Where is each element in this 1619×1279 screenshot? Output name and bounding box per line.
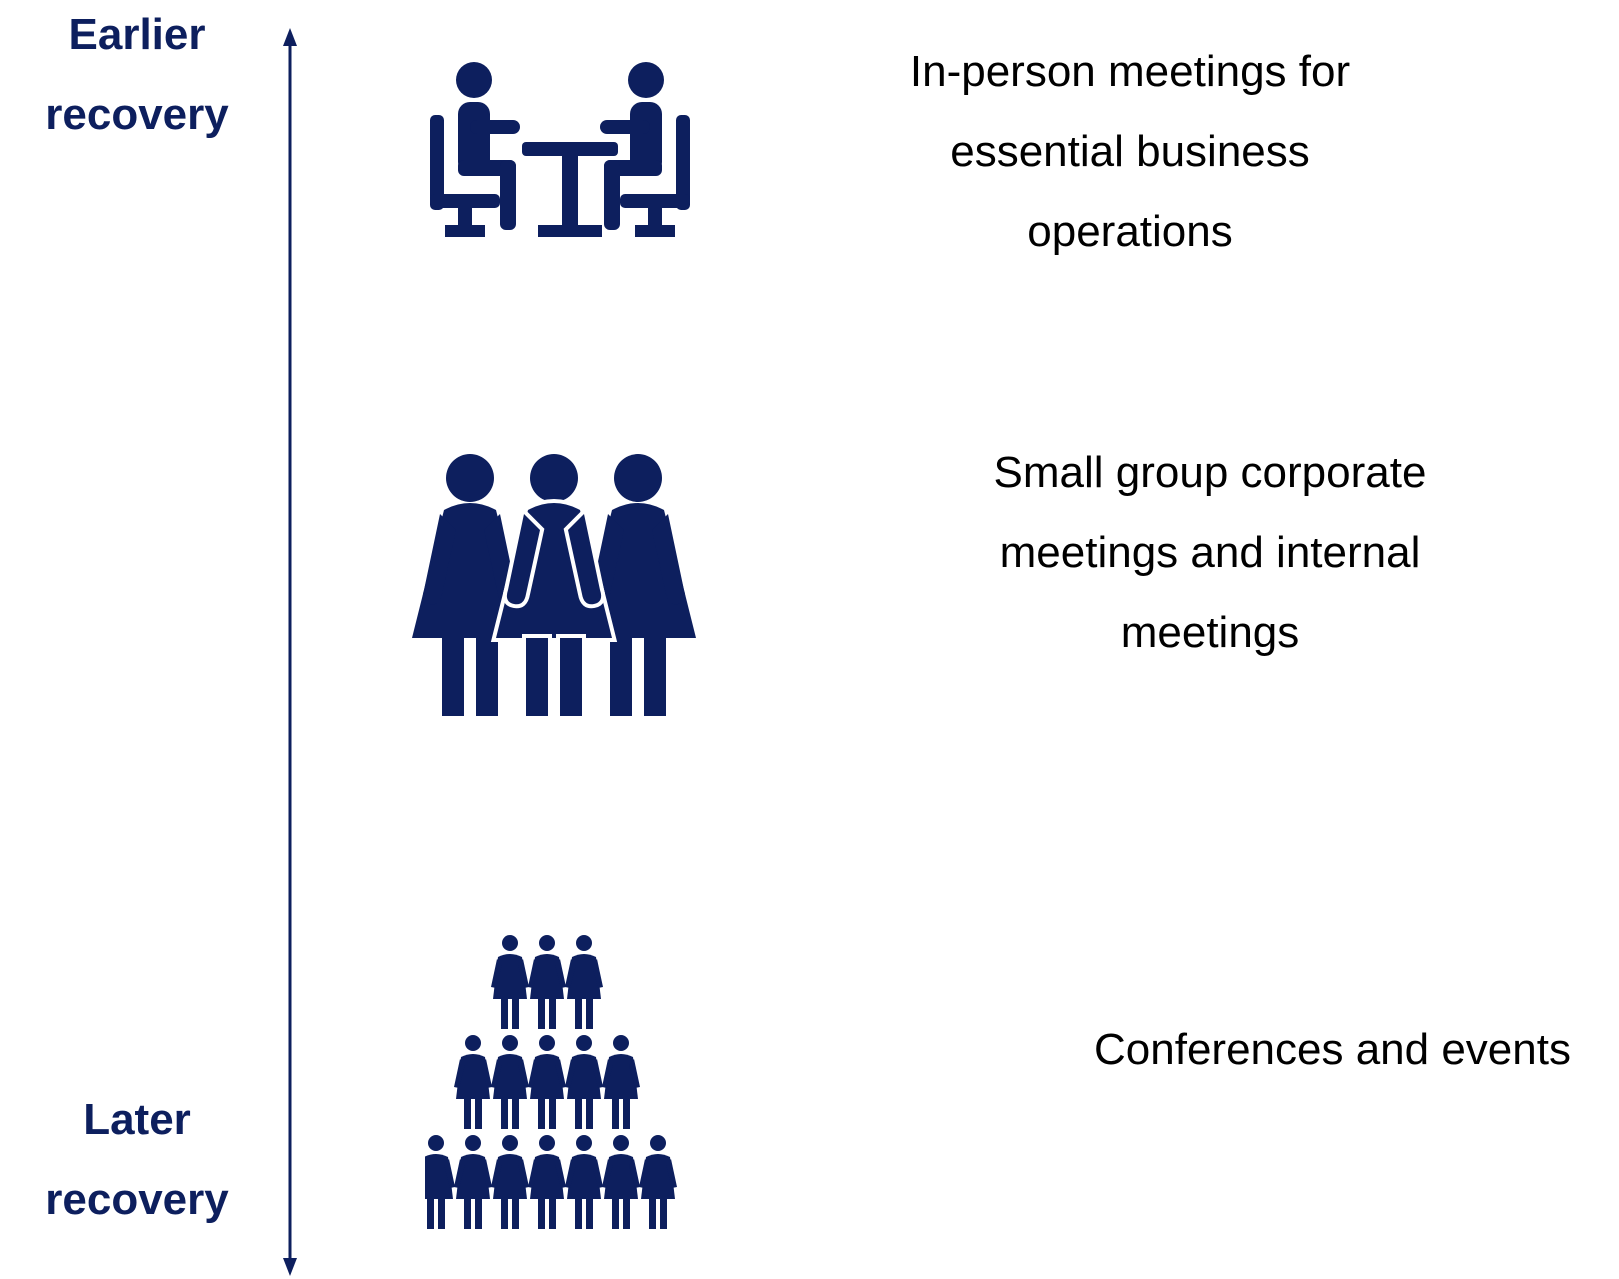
stage-2-line-2: meetings and internal <box>999 528 1421 577</box>
crowd-person <box>425 1135 455 1229</box>
crowd-person <box>639 1135 677 1229</box>
crowd-person <box>528 1135 566 1229</box>
axis-label-earlier-line-1: Earlier <box>68 10 206 59</box>
crowd-person <box>454 1135 492 1229</box>
recovery-timeline-arrow <box>283 28 297 1276</box>
small-group-icon <box>412 450 696 720</box>
axis-label-earlier-line-2: recovery <box>45 90 229 139</box>
crowd-person <box>454 1035 492 1129</box>
crowd-person <box>565 1035 603 1129</box>
stage-1-line-3: operations <box>1027 207 1233 256</box>
stage-1-description: In-person meetings for essential busines… <box>830 32 1430 272</box>
crowd-person <box>528 935 566 1029</box>
crowd-person <box>565 1135 603 1229</box>
axis-label-later-line-1: Later <box>83 1095 191 1144</box>
axis-label-later: Later recovery <box>22 1080 252 1240</box>
stage-2-line-3: meetings <box>1120 608 1300 657</box>
stage-3-line-1: Conferences and events <box>1094 1025 1571 1074</box>
axis-label-later-line-2: recovery <box>45 1175 229 1224</box>
crowd-icon <box>425 935 677 1229</box>
crowd-person <box>491 1135 529 1229</box>
stage-2-description: Small group corporate meetings and inter… <box>900 433 1520 673</box>
axis-label-earlier: Earlier recovery <box>22 0 252 155</box>
crowd-person <box>602 1135 640 1229</box>
crowd-person <box>602 1035 640 1129</box>
crowd-person <box>491 935 529 1029</box>
crowd-person <box>491 1035 529 1129</box>
arrow-head-down <box>283 1258 297 1276</box>
stage-2-line-1: Small group corporate <box>993 448 1427 497</box>
stage-1-line-2: essential business <box>950 127 1310 176</box>
stage-1-line-1: In-person meetings for <box>909 47 1351 96</box>
crowd-person <box>528 1035 566 1129</box>
business-meeting-icon <box>430 62 690 237</box>
stage-3-description: Conferences and events <box>1060 1010 1605 1090</box>
arrow-head-up <box>283 28 297 46</box>
crowd-person <box>565 935 603 1029</box>
